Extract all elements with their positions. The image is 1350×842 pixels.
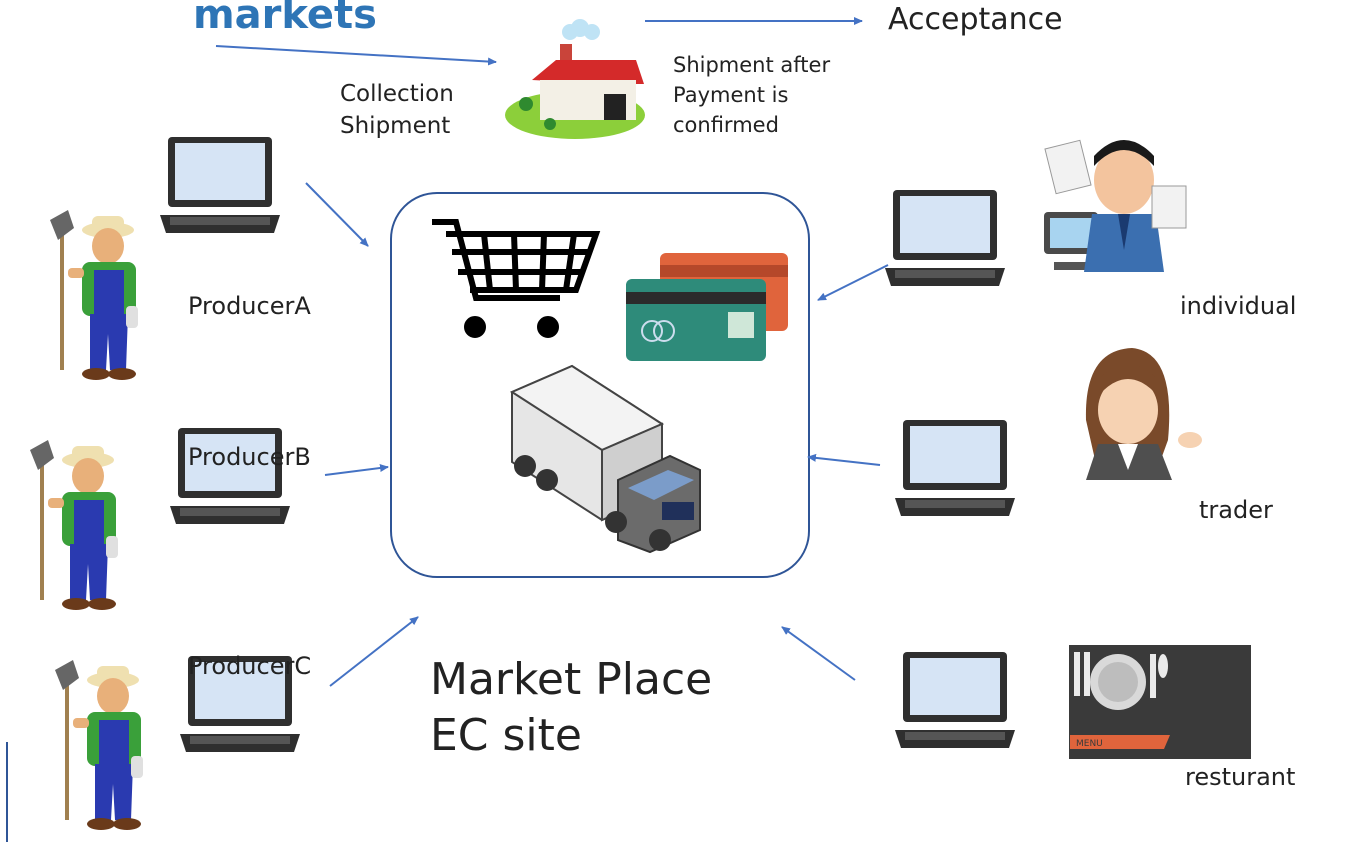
credit-card-icon <box>626 253 788 361</box>
shipment-line: Shipment <box>340 113 451 139</box>
restaurant-laptop-icon <box>895 652 1015 748</box>
marketplace-line-1: Market Place <box>430 654 713 705</box>
restaurant-label: resturant <box>1185 763 1296 791</box>
shipment-note-line-3: confirmed <box>673 113 779 137</box>
marketplace-label: Market Place EC site <box>430 652 712 764</box>
arrow-producer-a <box>305 182 369 247</box>
shipment-note-line-2: Payment is <box>673 83 789 107</box>
arrow-trader <box>807 453 881 466</box>
farmer-b-icon <box>28 438 120 612</box>
arrow-restaurant <box>781 626 856 681</box>
trader-label: trader <box>1199 496 1273 524</box>
restaurant-icon: MENU <box>1069 645 1251 759</box>
individual-laptop-icon <box>885 190 1005 286</box>
producer-b-label: ProducerB <box>188 443 311 471</box>
shipment-note-label: Shipment after Payment is confirmed <box>673 50 830 140</box>
shipment-note-line-1: Shipment after <box>673 53 831 77</box>
trader-laptop-icon <box>895 420 1015 516</box>
individual-label: individual <box>1180 292 1297 320</box>
arrow-individual <box>817 264 889 301</box>
restaurant-menu-text: MENU <box>1076 739 1103 749</box>
acceptance-label: Acceptance <box>888 2 1063 37</box>
arrow-producer-c <box>329 616 419 687</box>
shopping-cart-icon <box>432 219 601 338</box>
producer-a-laptop-icon <box>160 137 280 233</box>
truck-icon <box>509 364 701 554</box>
farmer-a-icon <box>48 208 140 382</box>
collection-shipment-label: Collection Shipment <box>340 78 454 142</box>
businessman-icon <box>1044 139 1187 272</box>
businesswoman-icon <box>1085 348 1202 480</box>
collection-line: Collection <box>340 81 454 107</box>
farmer-c-icon <box>53 658 145 832</box>
arrow-producer-b <box>324 464 389 476</box>
producer-c-label: ProducerC <box>188 652 312 680</box>
title: markets <box>193 0 377 38</box>
factory-icon <box>505 19 645 139</box>
marketplace-box <box>390 192 810 578</box>
arrow-title-to-factory <box>215 45 497 66</box>
producer-a-label: ProducerA <box>188 292 311 320</box>
marketplace-line-2: EC site <box>430 710 582 761</box>
